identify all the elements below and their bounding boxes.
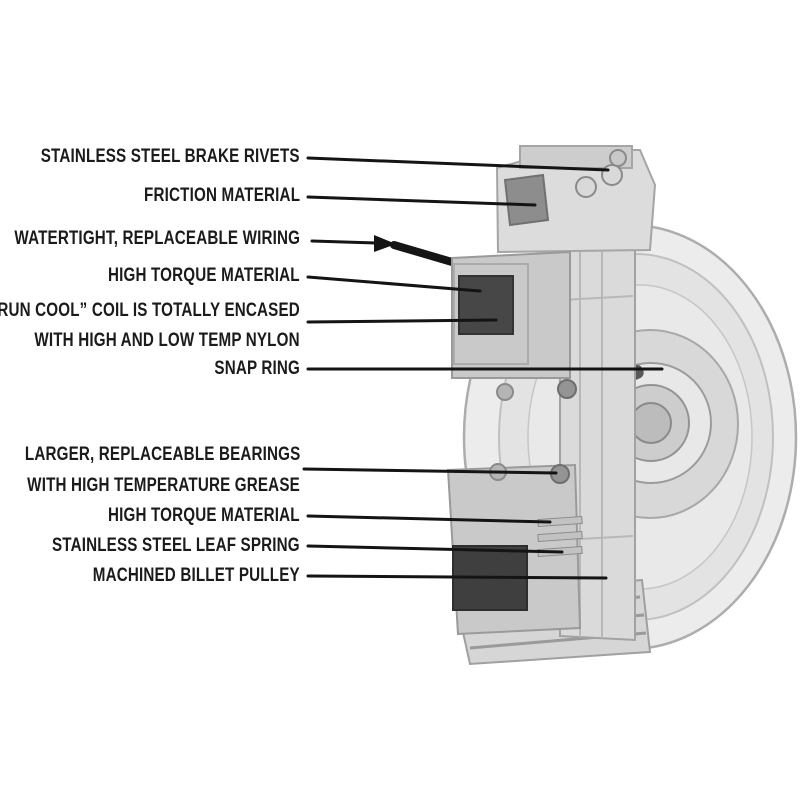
bearing-upper — [557, 379, 577, 399]
leader-coil — [306, 318, 498, 324]
wiring-arrowhead — [374, 235, 396, 252]
wiring-lead — [390, 241, 456, 266]
coil-housing-upper — [451, 250, 571, 379]
label-bearings-line-2: WITH HIGH TEMPERATURE GREASE — [27, 475, 300, 496]
coil-upper — [458, 275, 514, 335]
label-wiring: WATERTIGHT, REPLACEABLE WIRING — [14, 228, 300, 249]
label-coil-line-1: “RUN COOL” COIL IS TOTALLY ENCASED — [0, 300, 300, 321]
leader-billet-pulley — [306, 574, 608, 580]
leader-lines — [302, 156, 664, 580]
leader-brake-rivets — [306, 156, 610, 172]
label-high-torque-lower: HIGH TORQUE MATERIAL — [108, 505, 300, 526]
leader-high-torque-upper — [306, 275, 482, 293]
label-coil-line-2: WITH HIGH AND LOW TEMP NYLON — [34, 330, 300, 351]
label-high-torque-upper: HIGH TORQUE MATERIAL — [108, 265, 300, 286]
label-brake-rivets: STAINLESS STEEL BRAKE RIVETS — [41, 146, 300, 167]
label-friction-material: FRICTION MATERIAL — [143, 185, 300, 206]
label-bearings-line-1: LARGER, REPLACEABLE BEARINGS — [24, 444, 300, 465]
leader-leaf-spring — [306, 544, 564, 554]
label-billet-pulley: MACHINED BILLET PULLEY — [92, 565, 300, 586]
leader-friction-material — [306, 195, 537, 207]
brake-rivet — [575, 176, 597, 198]
leader-wiring — [310, 239, 378, 245]
label-snap-ring: SNAP RING — [214, 358, 300, 379]
brake-armature — [495, 145, 657, 254]
leader-bearings — [302, 467, 558, 475]
brake-rivet — [601, 164, 623, 186]
leader-high-torque-lower — [306, 514, 552, 524]
friction-pad — [503, 173, 550, 227]
label-leaf-spring: STAINLESS STEEL LEAF SPRING — [52, 535, 300, 556]
